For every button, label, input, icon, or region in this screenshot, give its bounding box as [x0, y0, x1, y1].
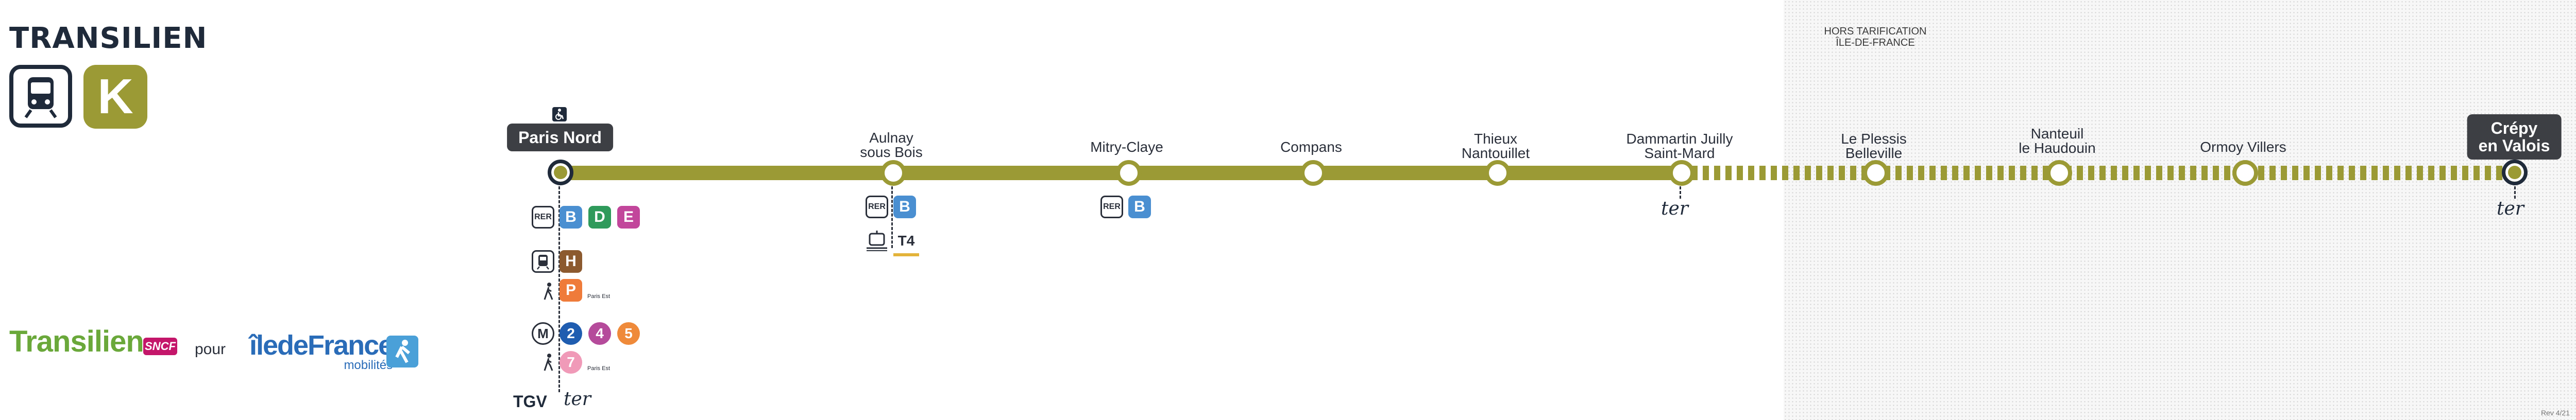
- metro-5-badge[interactable]: 5: [617, 322, 640, 345]
- zone-note: HORS TARIFICATION ÎLE-DE-FRANCE: [1824, 26, 1927, 48]
- transilien-logo: Transilien: [9, 325, 144, 358]
- network-title: TRANSILIEN: [9, 22, 208, 55]
- idf-mobilites-icon: [386, 336, 418, 367]
- track-dashed: [1680, 166, 2515, 180]
- line-k-badge: K: [83, 65, 147, 129]
- train-icon: [24, 77, 57, 118]
- rer-icon-aulnay: RER: [866, 196, 888, 218]
- stop-aulnay-sous-bois[interactable]: [880, 160, 906, 186]
- sncf-logo: SNCF: [143, 338, 177, 355]
- station-label-crepy-en-valois[interactable]: Crépy en Valois: [2467, 114, 2562, 160]
- ter-logo-crepy: ter: [2497, 198, 2524, 219]
- stop-ormoy-villers[interactable]: [2232, 160, 2258, 186]
- paris-est-note: Paris Est: [587, 293, 611, 300]
- tram-icon: [866, 231, 888, 253]
- walk-icon: [543, 282, 554, 304]
- ter-logo-dammartin: ter: [1661, 198, 1688, 219]
- station-label-compans[interactable]: Compans: [1280, 139, 1342, 155]
- stop-thieux-nantouillet[interactable]: [1485, 160, 1511, 186]
- rer-b-badge[interactable]: B: [560, 206, 582, 229]
- rer-b-badge-aulnay[interactable]: B: [893, 196, 916, 218]
- metro-7-badge[interactable]: 7: [560, 351, 582, 374]
- stop-crepy-en-valois[interactable]: [2502, 160, 2528, 185]
- metro-icon: M: [532, 322, 554, 345]
- station-label-mitry-claye[interactable]: Mitry-Claye: [1090, 139, 1163, 155]
- transilien-train-icon: [532, 250, 554, 273]
- line-h-badge[interactable]: H: [560, 250, 582, 273]
- stop-le-plessis-belleville[interactable]: [1863, 160, 1889, 186]
- ter-logo-paris-nord: ter: [564, 389, 591, 410]
- metro-4-badge[interactable]: 4: [588, 322, 611, 345]
- rer-e-badge[interactable]: E: [617, 206, 640, 229]
- revision-label: Rev 4/21: [2540, 409, 2570, 417]
- stop-dammartin[interactable]: [1669, 160, 1694, 186]
- rer-icon: RER: [532, 206, 554, 229]
- walk-icon-2: [543, 353, 554, 375]
- station-label-ormoy-villers[interactable]: Ormoy Villers: [2200, 139, 2286, 155]
- outside-idf-fare-zone: [1784, 0, 2576, 420]
- connection-line-paris-nord: [558, 186, 560, 392]
- line-p-badge[interactable]: P: [560, 279, 582, 302]
- paris-est-note-2: Paris Est: [587, 365, 611, 372]
- accessibility-icon: [552, 107, 567, 121]
- connection-line-dammartin: [1680, 186, 1681, 199]
- rer-b-badge-mitry[interactable]: B: [1128, 196, 1151, 218]
- connection-line-aulnay: [891, 186, 893, 248]
- stop-compans[interactable]: [1300, 160, 1326, 186]
- tram-t4-badge[interactable]: T4: [893, 233, 919, 256]
- stop-mitry-claye[interactable]: [1116, 160, 1142, 186]
- connection-line-crepy: [2514, 186, 2516, 199]
- idf-mobilites-logo: îledeFrance mobilités: [249, 330, 394, 372]
- stop-nanteuil-le-haudouin[interactable]: [2046, 160, 2072, 186]
- rer-icon-mitry: RER: [1100, 196, 1123, 218]
- rer-d-badge[interactable]: D: [588, 206, 611, 229]
- train-mode-icon: [9, 65, 72, 128]
- pour-label: pour: [195, 341, 226, 358]
- station-label-paris-nord[interactable]: Paris Nord: [507, 124, 613, 151]
- tgv-label: TGV: [513, 392, 547, 411]
- metro-2-badge[interactable]: 2: [560, 322, 582, 345]
- stop-paris-nord[interactable]: [548, 160, 573, 185]
